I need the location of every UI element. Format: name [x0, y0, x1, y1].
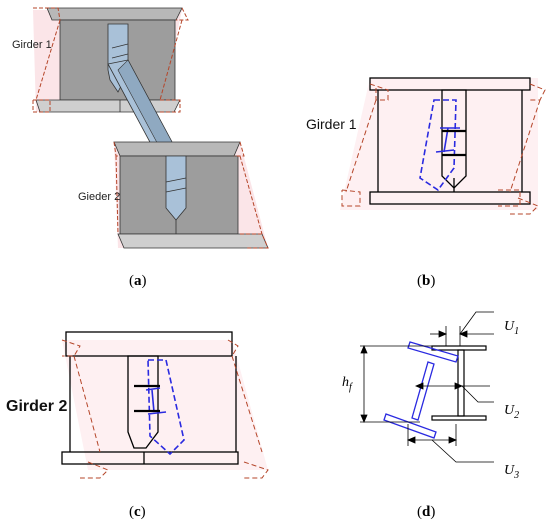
girder-2-deformed-outline — [113, 141, 269, 249]
girder-2-bottom-flange — [117, 233, 269, 249]
crossframe-bars-b — [442, 129, 466, 157]
girder-1-deformed-b — [341, 83, 546, 215]
hf-label: hf — [342, 375, 353, 393]
girder-2-shade-c — [62, 340, 268, 470]
crossframe-bars-c — [134, 384, 160, 413]
girder-1-label-a: Girder 1 — [12, 39, 52, 51]
caption-a: (a) — [129, 273, 147, 289]
caption-d: (d) — [417, 504, 435, 520]
girder-2-top-flange — [113, 141, 241, 157]
u1-label: U1 — [504, 319, 519, 337]
deformed-i-section-d — [383, 341, 459, 439]
caption-c: (c) — [129, 504, 146, 520]
girder-1-bottom-flange — [35, 99, 181, 113]
girder-1-label-b: Girder 1 — [306, 116, 357, 132]
girder-1-top-flange — [46, 7, 183, 21]
girder-2-label-a: Gieder 2 — [78, 191, 120, 203]
girder-2-3d — [113, 141, 269, 249]
u2-label: U2 — [504, 403, 519, 421]
girder-2-label-c: Girder 2 — [6, 398, 67, 415]
cross-frame-c — [145, 359, 185, 456]
u3-label: U3 — [504, 463, 519, 481]
panel-b: Girder 1 (b) — [306, 77, 546, 289]
girder-2-section-c — [61, 331, 239, 465]
girder-2-deformed-c — [61, 339, 269, 479]
caption-b: (b) — [417, 273, 435, 289]
panel-d: hf U1 U2 U3 (d) — [342, 311, 519, 520]
dimension-lines-d — [360, 311, 494, 463]
panel-c: Girder 2 (c) — [6, 331, 269, 520]
girder-1-deformed-outline — [32, 7, 189, 113]
girder-1-shade-b — [340, 78, 538, 210]
panel-a: Girder 1 Gieder 2 (a) — [12, 7, 269, 289]
